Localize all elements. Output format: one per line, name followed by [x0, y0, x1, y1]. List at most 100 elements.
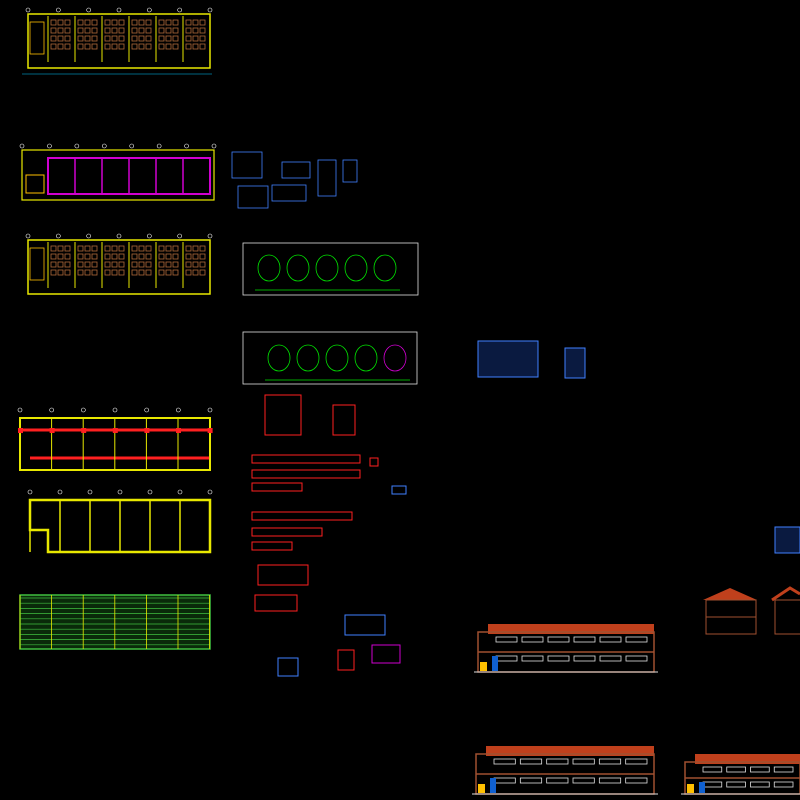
desk — [64, 269, 71, 276]
desk — [84, 261, 91, 268]
desk — [138, 19, 145, 26]
furniture-layout — [25, 7, 213, 62]
grid-bubble — [207, 233, 213, 239]
window — [702, 781, 723, 788]
desk — [165, 261, 172, 268]
detail — [342, 159, 358, 183]
desk — [64, 35, 71, 42]
desk — [91, 261, 98, 268]
desk — [77, 43, 84, 50]
window — [625, 777, 648, 784]
desk — [118, 261, 125, 268]
desk — [64, 253, 71, 260]
detail — [391, 485, 407, 495]
framing-plan — [27, 489, 213, 554]
grid-bubble — [156, 143, 162, 149]
desk — [131, 19, 138, 26]
desk — [50, 245, 57, 252]
floor-plan-2 — [25, 233, 213, 295]
desk — [199, 261, 206, 268]
desk — [185, 43, 192, 50]
desk — [57, 245, 64, 252]
desk — [165, 43, 172, 50]
window — [599, 636, 622, 643]
desk — [91, 27, 98, 34]
desk — [91, 245, 98, 252]
grid-bubble — [117, 489, 123, 495]
desk — [165, 19, 172, 26]
window — [547, 655, 570, 662]
desk — [84, 43, 91, 50]
desk — [158, 253, 165, 260]
desk — [185, 35, 192, 42]
stair-door — [480, 662, 487, 671]
desk — [64, 19, 71, 26]
desk — [64, 261, 71, 268]
electrical-plan-2 — [242, 331, 418, 385]
desk — [185, 269, 192, 276]
window — [726, 766, 746, 773]
desk — [172, 245, 179, 252]
plan-outline — [27, 13, 211, 69]
detail — [369, 457, 379, 467]
detail — [264, 394, 302, 436]
window — [625, 636, 648, 643]
desk — [165, 269, 172, 276]
desk — [118, 35, 125, 42]
grid-bubble — [49, 407, 54, 413]
window — [521, 636, 544, 643]
desk — [118, 27, 125, 34]
desk — [77, 27, 84, 34]
grid-bubble — [147, 233, 152, 239]
desk — [111, 261, 118, 268]
door — [490, 778, 496, 793]
circuit — [296, 344, 320, 372]
stair-door — [478, 784, 485, 793]
desk — [57, 43, 64, 50]
desk — [64, 27, 71, 34]
grid-bubble — [116, 7, 122, 13]
desk — [172, 261, 179, 268]
roof-section — [771, 586, 800, 602]
roof — [695, 754, 800, 764]
desk — [165, 27, 172, 34]
desk — [131, 269, 138, 276]
grid-bubble — [177, 489, 183, 495]
desk — [84, 19, 91, 26]
grid-bubble — [101, 143, 107, 149]
desk — [57, 269, 64, 276]
detail — [251, 541, 293, 551]
circuit — [383, 344, 407, 372]
desk — [145, 35, 152, 42]
circuit — [354, 344, 378, 372]
grid-bubble — [81, 407, 86, 413]
circuit — [286, 254, 310, 282]
window — [598, 777, 622, 784]
desk — [104, 261, 111, 268]
columns — [19, 143, 217, 194]
desk — [138, 261, 145, 268]
grid-bubble — [86, 7, 91, 13]
desk — [118, 253, 125, 260]
plan-outline — [27, 239, 211, 295]
plan-outline — [242, 331, 418, 385]
grid-bubble — [184, 143, 189, 149]
desk — [57, 19, 64, 26]
desk — [84, 35, 91, 42]
desk — [111, 43, 118, 50]
circuit — [344, 254, 368, 282]
stair — [29, 21, 45, 55]
detail — [271, 184, 307, 202]
desk — [131, 261, 138, 268]
elevation-front — [474, 624, 658, 673]
grid-bubble — [25, 7, 31, 13]
desk — [199, 253, 206, 260]
window — [546, 758, 569, 765]
desk — [158, 43, 165, 50]
column — [112, 428, 118, 433]
desk — [145, 27, 152, 34]
detail — [237, 185, 269, 209]
desk — [172, 27, 179, 34]
desk — [145, 253, 152, 260]
